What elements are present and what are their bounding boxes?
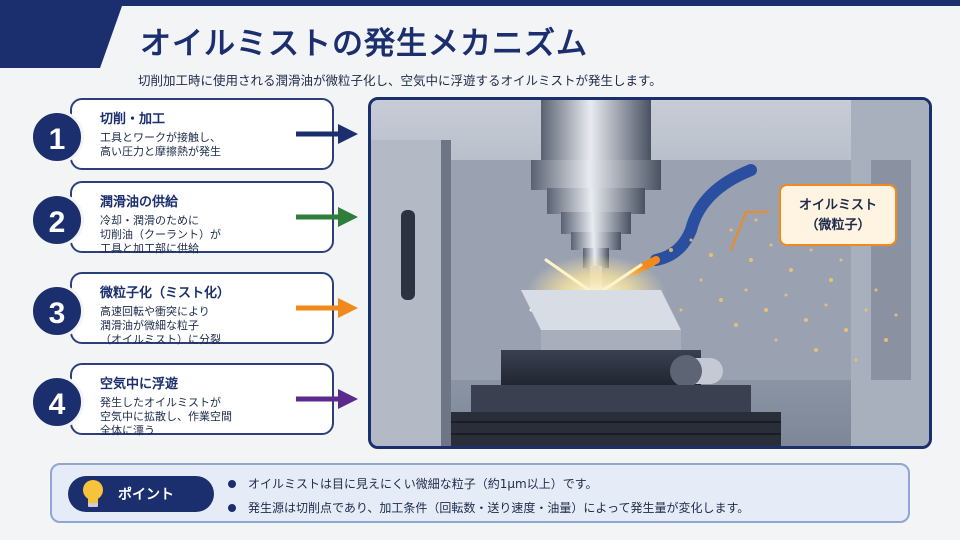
- step-desc-line: 発生したオイルミストが: [100, 396, 221, 409]
- step-desc-line: （オイルミスト）に分裂: [100, 333, 221, 346]
- step-desc-line: 切削油（クーラント）が: [100, 228, 221, 241]
- arrow-right-icon: [296, 207, 358, 227]
- step-desc-line: 全体に漂う: [100, 424, 155, 437]
- bullet-icon: [228, 479, 236, 488]
- arrow-right-icon: [296, 298, 358, 318]
- point-item: オイルミストは目に見えにくい微細な粒子（約1μm以上）です。: [228, 475, 598, 492]
- machine-drawing: [371, 100, 929, 446]
- step-title: 潤滑油の供給: [100, 195, 179, 210]
- step-title: 微粒子化（ミスト化）: [100, 286, 231, 301]
- top-accent-line: [0, 0, 960, 6]
- step-number-badge: 2: [30, 193, 84, 247]
- step-number-badge: 4: [30, 375, 84, 429]
- step-2: 潤滑油の供給 冷却・潤滑のために 切削油（クーラント）が 工具と加工部に供給 2: [30, 181, 360, 261]
- arrow-right-icon: [296, 389, 358, 409]
- step-desc-line: 空気中に拡散し、作業空間: [100, 410, 232, 423]
- point-item: 発生源は切削点であり、加工条件（回転数・送り速度・油量）によって発生量が変化しま…: [228, 499, 749, 516]
- page-title: オイルミストの発生メカニズム: [140, 26, 588, 62]
- step-card: 切削・加工 工具とワークが接触し、 高い圧力と摩擦熱が発生: [70, 98, 334, 170]
- step-desc-line: 冷却・潤滑のために: [100, 214, 199, 227]
- step-number-badge: 1: [30, 110, 84, 164]
- step-4: 空気中に浮遊 発生したオイルミストが 空気中に拡散し、作業空間 全体に漂う 4: [30, 363, 360, 443]
- oil-mist-callout: オイルミスト （微粒子）: [779, 184, 897, 246]
- bullet-icon: [228, 503, 236, 512]
- lightbulb-icon: [83, 480, 103, 507]
- point-box: ポイント オイルミストは目に見えにくい微細な粒子（約1μm以上）です。 発生源は…: [50, 463, 910, 523]
- step-card: 空気中に浮遊 発生したオイルミストが 空気中に拡散し、作業空間 全体に漂う: [70, 363, 334, 437]
- cnc-machining-illustration: オイルミスト （微粒子）: [368, 97, 932, 449]
- title-accent-tab: [0, 6, 122, 68]
- step-desc-line: 工具とワークが接触し、: [100, 131, 221, 144]
- step-desc-line: 高速回転や衝突により: [100, 305, 210, 318]
- point-item-text: オイルミストは目に見えにくい微細な粒子（約1μm以上）です。: [248, 477, 598, 491]
- point-item-text: 発生源は切削点であり、加工条件（回転数・送り速度・油量）によって発生量が変化しま…: [248, 501, 750, 515]
- point-label: ポイント: [118, 487, 174, 503]
- step-title: 切削・加工: [100, 112, 166, 127]
- callout-line: （微粒子）: [805, 218, 871, 233]
- step-desc-line: 潤滑油が微細な粒子: [100, 319, 199, 332]
- step-3: 微粒子化（ミスト化） 高速回転や衝突により 潤滑油が微細な粒子 （オイルミスト）…: [30, 272, 360, 352]
- point-badge: ポイント: [68, 476, 214, 512]
- step-desc-line: 高い圧力と摩擦熱が発生: [100, 145, 221, 158]
- step-number-badge: 3: [30, 284, 84, 338]
- step-1: 切削・加工 工具とワークが接触し、 高い圧力と摩擦熱が発生 1: [30, 98, 360, 178]
- page-subtitle: 切削加工時に使用される潤滑油が微粒子化し、空気中に浮遊するオイルミストが発生しま…: [138, 73, 662, 88]
- step-title: 空気中に浮遊: [100, 377, 179, 392]
- arrow-right-icon: [296, 124, 358, 144]
- callout-line: オイルミスト: [798, 198, 877, 213]
- step-desc-line: 工具と加工部に供給: [100, 242, 199, 255]
